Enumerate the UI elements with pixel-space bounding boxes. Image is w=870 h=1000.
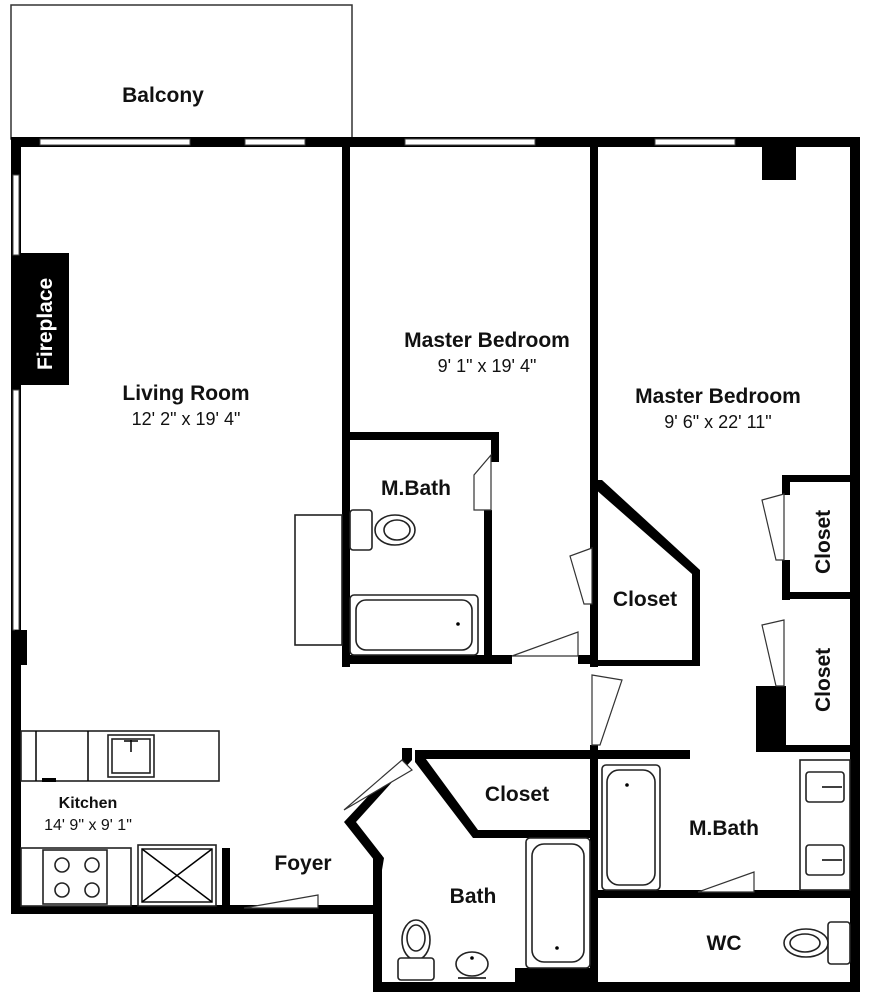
mbath2-tub [601, 764, 661, 891]
master-bedroom-2-size: 9' 6" x 22' 11" [664, 412, 771, 432]
bath-label: Bath [450, 885, 497, 908]
doors [243, 453, 785, 909]
master-bedroom-2-label: Master Bedroom [635, 385, 801, 408]
bath-toilet [397, 919, 435, 981]
living-room-label: Living Room [122, 382, 249, 405]
kitchen-label: Kitchen [59, 795, 118, 812]
foyer-label: Foyer [274, 852, 331, 875]
wc-toilet [783, 921, 851, 965]
kitchen-counter [20, 730, 220, 782]
wc-label: WC [707, 932, 742, 955]
closet-right-lower-label: Closet [812, 648, 835, 712]
fireplace-block [21, 253, 69, 385]
media-cabinet [294, 514, 343, 646]
closet-angled-label: Closet [613, 588, 677, 611]
mbath1-toilet [349, 509, 416, 551]
balcony-label: Balcony [122, 84, 204, 107]
master-bedroom-1-label: Master Bedroom [404, 329, 570, 352]
master-bedroom-1-size: 9' 1" x 19' 4" [438, 356, 537, 376]
balcony-outline [10, 4, 353, 140]
mbath1-tub [349, 594, 479, 656]
bath-sink [455, 951, 489, 979]
master-bath-1-label: M.Bath [381, 477, 451, 500]
interior-walls [222, 137, 860, 990]
closet-hall-label: Closet [485, 783, 549, 806]
top-windows [39, 138, 736, 146]
bath-tub [525, 837, 591, 969]
left-window [12, 174, 20, 256]
fireplace-label: Fireplace [34, 278, 57, 370]
mbath2-vanity [799, 759, 851, 891]
living-room-size: 12' 2" x 19' 4" [132, 409, 241, 429]
left-window-lower [12, 389, 20, 631]
closet-angled-wall [594, 480, 700, 666]
master-bath-2-label: M.Bath [689, 817, 759, 840]
kitchen-size: 14' 9" x 9' 1" [44, 817, 132, 834]
closet-right-upper-label: Closet [812, 510, 835, 574]
fridge [137, 844, 217, 907]
stove [20, 847, 132, 907]
closet-hall-wall [415, 755, 590, 838]
